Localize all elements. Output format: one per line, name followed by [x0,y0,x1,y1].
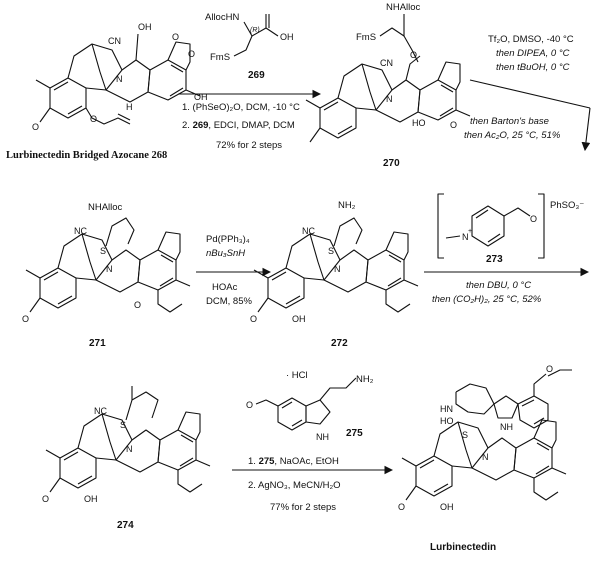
atom-o-271: O [134,300,141,310]
atom-o-271b: O [22,314,29,324]
atom-ho-270: HO [412,118,426,128]
step4-condition-1: then DBU, 0 °C [466,280,531,291]
atom-o-268c: O [32,122,39,132]
side-chain-270: NHAlloc FmS O [356,2,421,63]
compound-270: CN N HO O [305,55,471,143]
atom-oh-lurb: OH [440,502,454,512]
counterion-273: PhSO₃⁻ [550,200,584,211]
label-compound-271: 271 [89,338,106,349]
step5-condition-2: 2. AgNO₃, MeCN/H₂O [248,480,341,491]
reagent-269: AllocHN (R) OH FmS [205,12,294,63]
label-compound-269: 269 [248,70,265,81]
step2-condition-4: then Barton's base [470,116,549,127]
step3-condition-3: HOAc [212,282,238,293]
atom-nc-271: NC [74,226,87,236]
atom-o-carboline: O [546,364,553,374]
compound-271: NC N S O O [22,217,191,324]
label-compound-273: 273 [486,254,503,265]
atom-o-lurb: O [398,502,405,512]
step1-yield: 72% for 2 steps [216,140,282,151]
step2-condition-3: then tBuOH, 0 °C [496,62,570,73]
atom-hn-carboline: HN [440,404,453,414]
atom-s-274: S [120,420,126,430]
reagent-273: O N + PhSO₃⁻ [437,193,584,259]
step4-condition-2: then (CO₂H)₂, 25 °C, 52% [432,294,542,305]
atom-o-270: O [450,120,457,130]
reagent-269-stereo: (R) [250,27,260,34]
compound-274: NC N S OH O [42,386,211,504]
step3-condition-2: nBu₃SnH [206,248,245,259]
step3-condition-4: DCM, 85% [206,296,252,307]
label-compound-268: Lurbinectedin Bridged Azocane 268 [6,150,167,161]
atom-nc-274: NC [94,406,107,416]
reagent-269-fms: FmS [210,52,230,63]
atom-cn-270: CN [380,58,393,68]
atom-n-274: N [126,444,133,454]
step1-condition-2: 2. 269, EDCI, DMAP, DCM [182,120,295,131]
atom-s-272: S [328,246,334,256]
atom-n-272: N [334,264,341,274]
label-compound-275: 275 [346,428,363,439]
step5-yield: 77% for 2 steps [270,502,336,513]
reaction-arrow-2b [581,107,591,152]
hcl-275: · HCl [286,370,308,381]
atom-oh-268b: OH [194,92,208,102]
step2-condition-2: then DIPEA, 0 °C [496,48,570,59]
step2-conditions: Tf₂O, DMSO, -40 °C then DIPEA, 0 °C then… [464,34,574,141]
atom-s-lurb: S [462,430,468,440]
atom-nplus-273: N [462,232,469,242]
compound-272: NC N S OH O [250,217,419,324]
step5-condition-1: 1. 275, NaOAc, EtOH [248,456,339,467]
svg-text:+: + [468,228,472,235]
atom-nh-carboline: NH [500,422,513,432]
atom-nh2-275: NH₂ [356,374,374,385]
atom-nhalloc-271: NHAlloc [88,202,123,213]
reagent-269-oh: OH [280,32,294,42]
atom-o-268a: O [172,32,179,42]
step1-condition-1: 1. (PhSeO)₂O, DCM, -10 °C [182,102,300,113]
atom-nc-272: NC [302,226,315,236]
atom-fms-270: FmS [356,32,376,43]
reaction-arrow-2a [469,79,591,109]
atom-o-273: O [530,214,537,224]
atom-o-268b: O [188,49,195,59]
atom-n-271: N [106,264,113,274]
carboline-lurbinectedin: O HN NH [440,364,572,432]
atom-oh-274: OH [84,494,98,504]
atom-oh-268: OH [138,22,152,32]
atom-n-270: N [386,94,393,104]
step3-condition-1: Pd(PPh₃)₄ [206,234,250,245]
atom-n-lurb: N [482,452,489,462]
reagent-269-top: AllocHN [205,12,239,23]
label-compound-274: 274 [117,520,134,531]
atom-nh2-272: NH₂ [338,200,356,211]
label-lurbinectedin: Lurbinectedin [430,542,496,553]
reagent-275: · HCl NH₂ NH O [246,370,374,442]
atom-n-268: N [116,74,123,84]
atom-nh-275: NH [316,432,329,442]
step2-condition-1: Tf₂O, DMSO, -40 °C [488,34,574,45]
atom-ho-lurb: HO [440,416,454,426]
step2-condition-5: then Ac₂O, 25 °C, 51% [464,130,561,141]
atom-h-268: H [126,102,133,112]
atom-s-271: S [100,246,106,256]
label-compound-270: 270 [383,158,400,169]
atom-oh-272: OH [292,314,306,324]
compound-268: CN OH N H O O OH O O [32,22,208,132]
atom-o-274b: O [42,494,49,504]
atom-o-272b: O [250,314,257,324]
label-compound-272: 272 [331,338,348,349]
atom-nhalloc-270: NHAlloc [386,2,421,13]
atom-o-275: O [246,400,253,410]
compound-lurbinectedin: HO N S OH O [398,416,567,512]
atom-cn-268: CN [108,36,121,46]
atom-o-270b: O [410,50,417,60]
